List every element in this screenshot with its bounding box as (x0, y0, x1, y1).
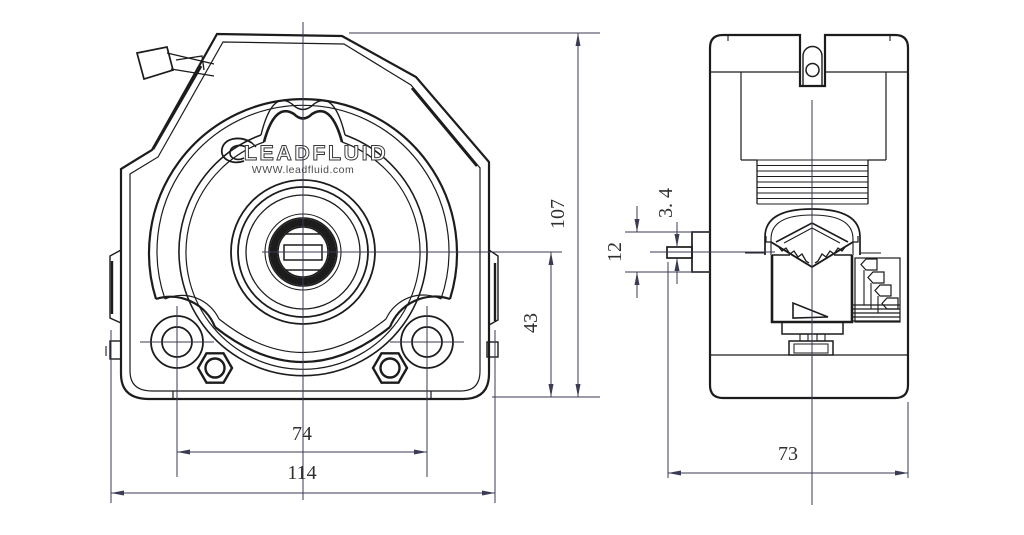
clamp-tab-left (105, 249, 122, 360)
dim-43-label: 43 (520, 313, 542, 333)
step-cascade (853, 257, 901, 323)
dim-73-label: 73 (778, 443, 798, 465)
dimensions: 107 43 74 114 73 12 3. 4 (110, 32, 909, 503)
chamfer-shading-right (410, 87, 479, 167)
top-tab (802, 45, 823, 86)
wedge-mark (792, 301, 829, 319)
release-lever (135, 46, 215, 81)
inner-walls (740, 72, 887, 161)
base-ticks (172, 391, 432, 399)
side-view (666, 33, 910, 400)
dim-74-label: 74 (292, 423, 312, 445)
brand-swirl-icon (220, 137, 257, 164)
hex-nut-right (371, 352, 409, 384)
side-body-outline (708, 33, 910, 400)
brand-logo-text: LEADFLUID (244, 141, 388, 165)
tab-hole (805, 62, 820, 78)
front-housing-inner-line (129, 41, 481, 392)
dim-114-label: 114 (287, 462, 316, 484)
dim-12-label: 12 (604, 242, 626, 262)
brand-logo: LEADFLUID WWW.leadfluid.com (220, 137, 388, 176)
dim-107-label: 107 (547, 199, 569, 229)
chamfer-shading-left (151, 65, 203, 150)
hex-nut-left (196, 352, 234, 384)
centerlines (140, 22, 813, 505)
front-view: LEADFLUID WWW.leadfluid.com (105, 32, 499, 401)
dim-73-extensions (667, 262, 909, 478)
dim-74-extensions (176, 306, 428, 477)
clamp-tab-right (486, 249, 499, 358)
front-housing-outline (119, 32, 491, 401)
corner-ticks (727, 35, 891, 41)
rotor-arch (745, 208, 881, 255)
dim-114-extensions (110, 330, 496, 503)
dim-107-extensions (349, 32, 600, 398)
dim-3-4-label: 3. 4 (655, 188, 677, 218)
